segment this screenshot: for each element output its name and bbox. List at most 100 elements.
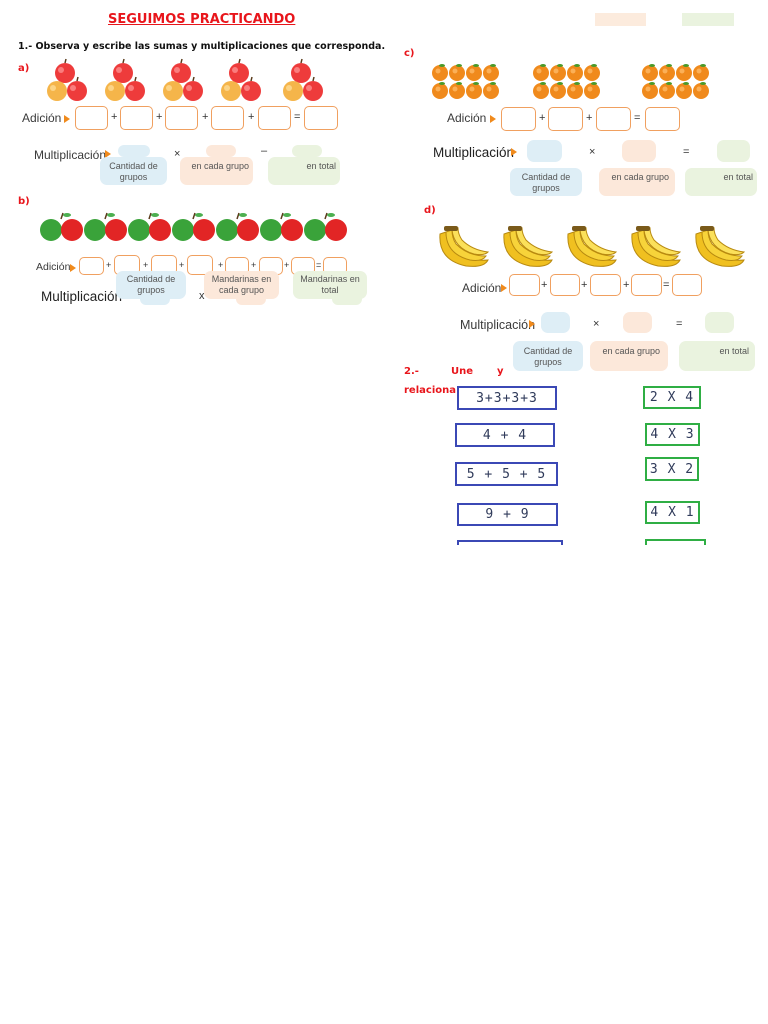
label-c: c) xyxy=(404,48,415,59)
multiplication-label-d: Multiplicación xyxy=(460,318,536,332)
oranges-group-c xyxy=(432,62,727,102)
match-left-3[interactable]: 5 + 5 + 5 xyxy=(455,462,558,486)
addition-box-a3[interactable] xyxy=(165,106,198,130)
pill-groups-b: Cantidad de grupos xyxy=(116,271,186,299)
plus-sign: + xyxy=(202,111,209,123)
plus-sign: + xyxy=(111,111,118,123)
times-sign: x xyxy=(199,290,205,302)
addition-result-a[interactable] xyxy=(304,106,338,130)
addition-box-d4[interactable] xyxy=(631,274,662,296)
plus-sign: + xyxy=(218,260,224,270)
header-blank-peach xyxy=(595,13,646,26)
pill-total-a: en total xyxy=(268,157,340,185)
match-left-1[interactable]: 3+3+3+3 xyxy=(457,386,557,410)
addition-box-c2[interactable] xyxy=(548,107,583,131)
pill-groups-a: Cantidad de grupos xyxy=(100,157,167,185)
addition-box-a2[interactable] xyxy=(120,106,153,130)
pill-each-c: en cada grupo xyxy=(599,168,675,196)
addition-box-d3[interactable] xyxy=(590,274,621,296)
addition-box-a1[interactable] xyxy=(75,106,108,130)
match-right-1[interactable]: 2 X 4 xyxy=(643,386,701,409)
addition-box-a5[interactable] xyxy=(258,106,291,130)
addition-box-a4[interactable] xyxy=(211,106,244,130)
equals-sign: = xyxy=(316,260,322,270)
addition-box-c1[interactable] xyxy=(501,107,536,131)
mult-box-total-d[interactable] xyxy=(705,312,734,333)
apples-group-b xyxy=(39,212,348,242)
apples-group-a xyxy=(47,58,324,102)
equals-sign: = xyxy=(663,279,670,291)
pill-each-d: en cada grupo xyxy=(590,341,668,371)
match-left-4[interactable]: 9 + 9 xyxy=(457,503,558,526)
plus-sign: + xyxy=(541,279,548,291)
label-a: a) xyxy=(18,63,30,74)
arrow-icon xyxy=(511,148,517,156)
match-right-2[interactable]: 4 X 3 xyxy=(645,423,700,446)
plus-sign: + xyxy=(251,260,257,270)
multiplication-label-c: Multiplicación xyxy=(433,145,515,160)
mult-box-each-d[interactable] xyxy=(623,312,652,333)
exercise1-instruction: 1.- Observa y escribe las sumas y multip… xyxy=(18,41,386,52)
exercise2-word-y: y xyxy=(497,366,504,377)
plus-sign: + xyxy=(156,111,163,123)
pill-total-b: Mandarinas en total xyxy=(293,271,367,299)
addition-label-b: Adición xyxy=(36,261,71,273)
mult-box-groups-d[interactable] xyxy=(541,312,570,333)
match-left-2[interactable]: 4 + 4 xyxy=(455,423,555,447)
plus-sign: + xyxy=(106,260,112,270)
arrow-icon xyxy=(490,115,496,123)
exercise2-number: 2.- xyxy=(404,366,419,377)
match-right-3[interactable]: 3 X 2 xyxy=(645,457,699,481)
equals-sign: = xyxy=(634,112,641,124)
match-right-4[interactable]: 4 X 1 xyxy=(645,501,700,524)
mult-box-groups-c[interactable] xyxy=(527,140,562,162)
addition-label-a: Adición xyxy=(22,111,62,125)
addition-box-b4[interactable] xyxy=(187,255,213,275)
addition-result-d[interactable] xyxy=(672,274,702,296)
arrow-icon xyxy=(105,150,111,158)
multiplication-label-a: Multiplicación xyxy=(34,148,107,162)
pill-total-d: en total xyxy=(679,341,755,371)
pill-each-b: Mandarinas en cada grupo xyxy=(204,271,279,299)
page-title: SEGUIMOS PRACTICANDO xyxy=(108,12,296,27)
pill-groups-d: Cantidad de grupos xyxy=(513,341,583,371)
pill-groups-c: Cantidad de grupos xyxy=(510,168,582,196)
plus-sign: + xyxy=(284,260,290,270)
addition-box-d1[interactable] xyxy=(509,274,540,296)
plus-sign: + xyxy=(539,112,546,124)
arrow-icon xyxy=(529,320,535,328)
multiplication-label-b: Multiplicación xyxy=(41,289,123,304)
addition-label-d: Adición xyxy=(462,281,502,295)
arrow-icon xyxy=(70,264,76,272)
plus-sign: + xyxy=(581,279,588,291)
equals-sign: = xyxy=(676,318,683,330)
times-sign: × xyxy=(593,318,600,330)
equals-sign: – xyxy=(261,145,268,157)
exercise2-word-une: Une xyxy=(451,366,474,377)
mult-box-total-c[interactable] xyxy=(717,140,750,162)
mult-box-each-c[interactable] xyxy=(622,140,656,162)
exercise2-word-relaciona: relaciona. xyxy=(404,385,460,396)
times-sign: × xyxy=(589,146,596,158)
plus-sign: + xyxy=(623,279,630,291)
equals-sign: = xyxy=(294,111,301,123)
addition-result-c[interactable] xyxy=(645,107,680,131)
equals-sign: = xyxy=(683,146,690,158)
addition-box-c3[interactable] xyxy=(596,107,631,131)
mult-box-total-a[interactable] xyxy=(292,145,322,157)
arrow-icon xyxy=(501,284,507,292)
mult-box-each-a[interactable] xyxy=(206,145,236,157)
addition-box-b1[interactable] xyxy=(79,257,104,275)
label-d: d) xyxy=(424,205,436,216)
plus-sign: + xyxy=(586,112,593,124)
label-b: b) xyxy=(18,196,30,207)
plus-sign: + xyxy=(143,260,149,270)
addition-box-d2[interactable] xyxy=(550,274,580,296)
page-cutoff xyxy=(395,545,768,569)
pill-total-c: en total xyxy=(685,168,757,196)
header-blank-green xyxy=(682,13,734,26)
mult-box-groups-a[interactable] xyxy=(118,145,150,157)
plus-sign: + xyxy=(248,111,255,123)
bananas-group-d xyxy=(439,225,745,267)
times-sign: × xyxy=(174,148,181,160)
